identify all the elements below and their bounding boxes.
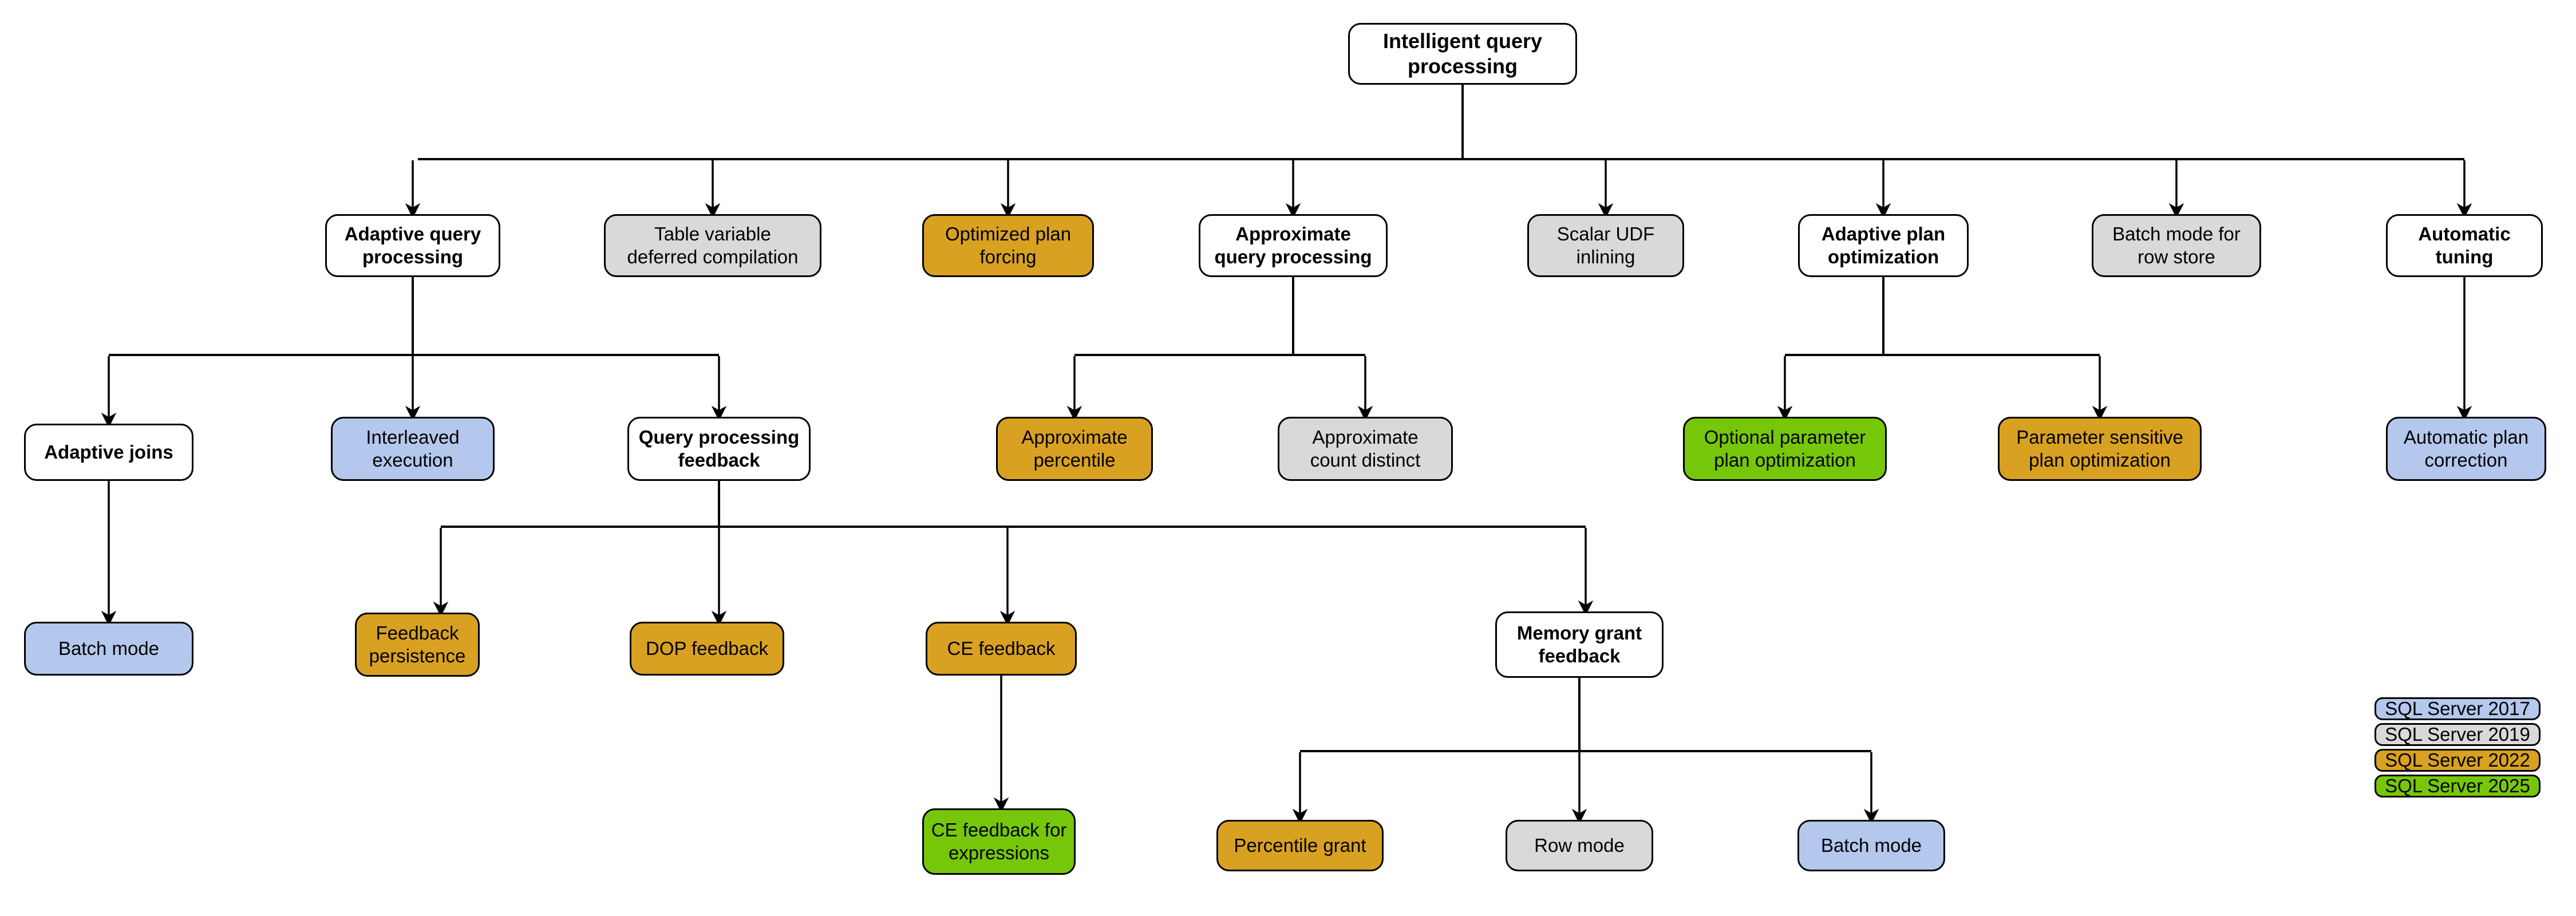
node-pspo[interactable]: Parameter sensitive plan optimization [1998, 417, 2202, 481]
node-appct[interactable]: Approximate percentile [996, 417, 1153, 481]
node-rowmode[interactable]: Row mode [1506, 820, 1653, 871]
node-autotun[interactable]: Automatic tuning [2386, 214, 2543, 277]
node-bmode2[interactable]: Batch mode [1797, 820, 1945, 871]
node-cefbexp[interactable]: CE feedback for expressions [922, 808, 1076, 875]
node-dopfb[interactable]: DOP feedback [630, 622, 784, 676]
node-cefb[interactable]: CE feedback [926, 622, 1077, 676]
node-bmrs[interactable]: Batch mode for row store [2092, 214, 2261, 277]
node-oppo[interactable]: Optional parameter plan optimization [1683, 417, 1887, 481]
node-tvdc[interactable]: Table variable deferred compilation [604, 214, 821, 277]
node-apo[interactable]: Adaptive plan optimization [1798, 214, 1969, 277]
node-pctgrant[interactable]: Percentile grant [1216, 820, 1384, 871]
legend-item-sql-server-2017: SQL Server 2017 [2374, 697, 2541, 720]
legend-item-sql-server-2025: SQL Server 2025 [2374, 775, 2541, 797]
node-root[interactable]: Intelligent query processing [1348, 23, 1577, 85]
node-ajoins[interactable]: Adaptive joins [24, 424, 193, 481]
node-apq[interactable]: Approximate query processing [1199, 214, 1388, 277]
node-apc[interactable]: Automatic plan correction [2386, 417, 2546, 481]
legend-item-sql-server-2022: SQL Server 2022 [2374, 749, 2541, 772]
node-ilexec[interactable]: Interleaved execution [331, 417, 495, 481]
node-apcd[interactable]: Approximate count distinct [1278, 417, 1453, 481]
node-opf[interactable]: Optimized plan forcing [922, 214, 1094, 277]
node-fbpers[interactable]: Feedback persistence [355, 613, 480, 677]
node-qpfb[interactable]: Query processing feedback [627, 417, 811, 481]
node-aqp[interactable]: Adaptive query processing [325, 214, 500, 277]
node-sudf[interactable]: Scalar UDF inlining [1527, 214, 1684, 277]
node-bmode1[interactable]: Batch mode [24, 622, 193, 676]
legend-item-sql-server-2019: SQL Server 2019 [2374, 723, 2541, 746]
node-mgfb[interactable]: Memory grant feedback [1495, 611, 1664, 678]
